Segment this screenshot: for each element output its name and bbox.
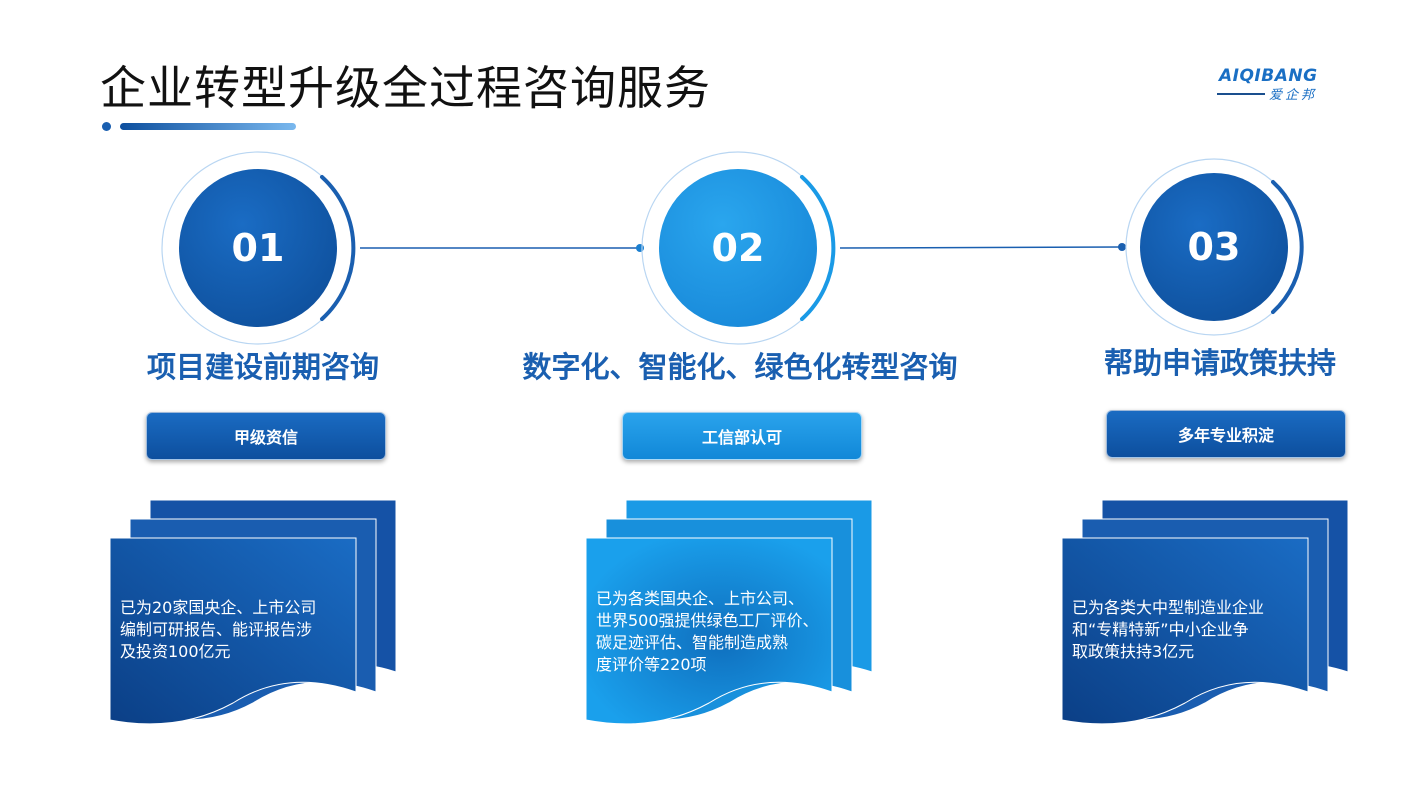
connector-dot-left [636,244,644,252]
connector-dot-right [1118,243,1126,251]
step-title-2: 数字化、智能化、绿色化转型咨询 [522,350,958,384]
ring-arc-2 [800,175,836,321]
card-description-3: 已为各类大中型制造业企业 和“专精特新”中小企业争 取政策扶持3亿元 [1072,598,1265,661]
card-stack-graphic-2 [585,500,873,725]
card-stack-graphic-3 [1061,500,1349,725]
card-description-1: 已为20家国央企、上市公司 编制可研报告、能评报告涉 及投资100亿元 [120,598,317,661]
badge-2: 工信部认可 [622,412,862,460]
step-title-3: 帮助申请政策扶持 [1103,346,1336,380]
brand-logo: AIQIBANG 爱企邦 [1215,66,1355,106]
description-card-2: 已为各类国央企、上市公司、 世界500强提供绿色工厂评价、 碳足迹评估、智能制造… [584,500,874,730]
ring-arc-1 [320,175,356,321]
page-title: 企业转型升级全过程咨询服务 [100,61,711,115]
card-stack-graphic-1 [109,500,397,725]
description-card-1: 已为20家国央企、上市公司 编制可研报告、能评报告涉 及投资100亿元 [108,500,398,730]
logo-chinese-name: 爱企邦 [1269,88,1318,103]
logo-wordmark: AIQIBANG [1219,66,1318,86]
step-number-circle-1: 01 [179,169,337,327]
step-number-circle-2: 02 [659,169,817,327]
badge-3: 多年专业积淀 [1106,410,1346,458]
step-number-1: 01 [231,226,285,270]
badge-label-1: 甲级资信 [233,428,298,447]
step-number-3: 03 [1187,225,1241,269]
badge-label-2: 工信部认可 [701,428,782,447]
ring-arc-3 [1271,180,1304,314]
step-title-1: 项目建设前期咨询 [146,350,379,384]
connector-line-2 [839,246,1123,249]
title-underline-bar [120,123,296,130]
title-underline-dot [102,122,111,131]
step-number-2: 02 [711,226,765,270]
badge-1: 甲级资信 [146,412,386,460]
step-number-circle-3: 03 [1140,173,1288,321]
badge-label-3: 多年专业积淀 [1177,426,1274,445]
logo-line [1217,93,1265,95]
description-card-3: 已为各类大中型制造业企业 和“专精特新”中小企业争 取政策扶持3亿元 [1060,500,1350,730]
card-description-2: 已为各类国央企、上市公司、 世界500强提供绿色工厂评价、 碳足迹评估、智能制造… [596,589,819,674]
